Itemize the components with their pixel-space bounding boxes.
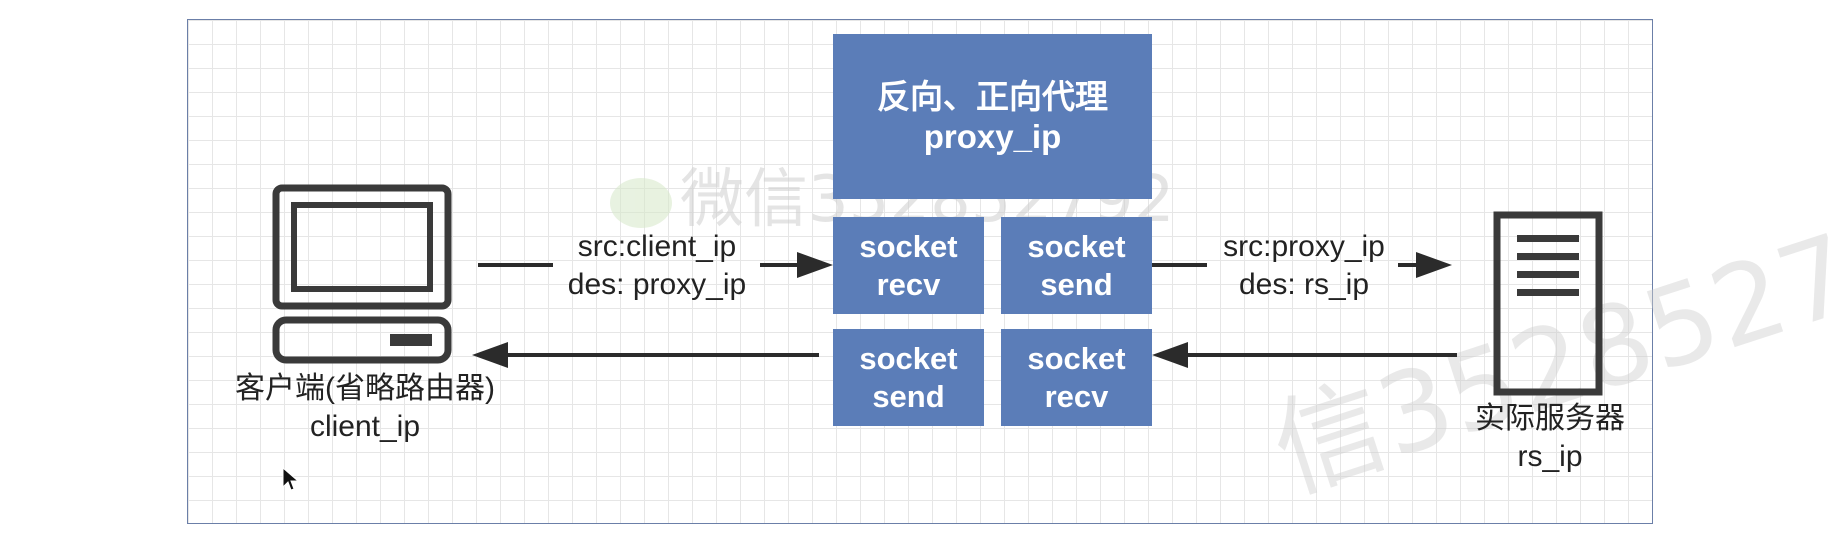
socket-recv-top: socket recv xyxy=(833,217,984,314)
server-ip: rs_ip xyxy=(1517,440,1583,474)
proxy-title: 反向、正向代理 xyxy=(877,77,1108,115)
client-to-proxy-label: src:client_ip des: proxy_ip xyxy=(548,228,766,305)
socket-label: socket xyxy=(1027,229,1126,265)
socket-recv-bottom: socket recv xyxy=(1001,329,1152,426)
socket-label: socket xyxy=(859,229,958,265)
socket-send-bottom: socket send xyxy=(833,329,984,426)
client-name: 客户端(省略路由器) xyxy=(235,372,495,405)
arrow-client-to-proxy-right-segment xyxy=(760,263,800,267)
socket-mode: recv xyxy=(1044,378,1109,414)
arrow-proxy-to-server-right-segment xyxy=(1398,263,1418,267)
arrowhead-right xyxy=(1416,252,1452,278)
client-label: 客户端(省略路由器) client_ip xyxy=(210,370,520,447)
computer-icon xyxy=(272,184,452,364)
client-ip: client_ip xyxy=(309,410,421,444)
server-label: 实际服务器 rs_ip xyxy=(1450,400,1650,477)
arrowhead-left xyxy=(472,342,508,368)
proxy-ip: proxy_ip xyxy=(923,117,1062,155)
server-name: 实际服务器 xyxy=(1475,402,1625,435)
socket-label: socket xyxy=(859,341,958,377)
socket-mode: recv xyxy=(876,266,941,302)
server-icon xyxy=(1493,211,1603,396)
socket-mode: send xyxy=(1040,266,1113,302)
des-text: des: rs_ip xyxy=(1238,268,1370,302)
wechat-icon xyxy=(610,178,672,229)
arrowhead-right xyxy=(797,252,833,278)
des-text: des: proxy_ip xyxy=(567,268,747,302)
arrow-server-to-proxy-line xyxy=(1186,353,1457,357)
src-text: src:proxy_ip xyxy=(1223,230,1385,263)
src-text: src:client_ip xyxy=(577,230,737,263)
arrow-proxy-to-server-left-segment xyxy=(1152,263,1207,267)
arrowhead-left xyxy=(1152,342,1188,368)
arrow-client-to-proxy-left-segment xyxy=(478,263,553,267)
socket-label: socket xyxy=(1027,341,1126,377)
socket-send-top: socket send xyxy=(1001,217,1152,314)
socket-mode: send xyxy=(872,378,945,414)
proxy-to-server-label: src:proxy_ip des: rs_ip xyxy=(1204,228,1404,305)
cursor-icon xyxy=(282,466,300,491)
proxy-box: 反向、正向代理 proxy_ip xyxy=(833,34,1152,199)
arrow-proxy-to-client-line xyxy=(507,353,819,357)
